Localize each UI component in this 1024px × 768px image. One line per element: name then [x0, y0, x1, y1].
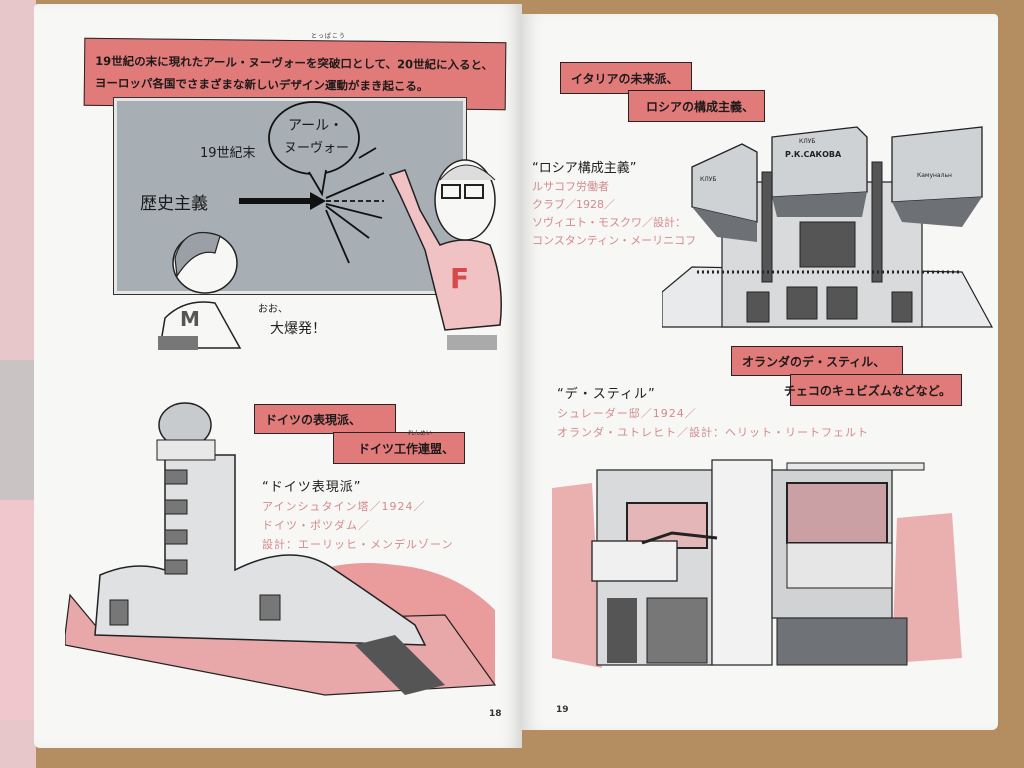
russia-caption-line: ルサコフ労働者	[532, 180, 609, 193]
building-sign-center-label: КЛУБ	[799, 138, 816, 145]
germany-caption: “ドイツ表現派” アインシュタイン塔／1924／ ドイツ・ポツダム／ 設計：エー…	[262, 478, 453, 554]
germany-caption-line: アインシュタイン塔／1924／	[262, 500, 426, 513]
blackboard-era-label: 19世紀末	[200, 146, 256, 161]
adjacent-book-pink-band	[0, 500, 36, 720]
dutch-caption: “デ・スティル” シュレーダー邸／1924／ オランダ・ユトレヒト／設計：ヘリッ…	[557, 385, 869, 442]
germany-caption-title: “ドイツ表現派”	[262, 480, 362, 495]
dutch-banner-text2: チェコのキュビズムなどなど。	[783, 383, 951, 398]
intro-banner-line2: ヨーロッパ各国でさまざまな新しいデザイン運動がまき起こる。	[94, 75, 429, 94]
dutch-banner-line1: オランダのデ・スティル、	[731, 346, 903, 376]
germany-banner-text1: ドイツの表現派、	[265, 412, 362, 427]
russia-caption-line: ソヴィエト・モスクワ／設計：	[532, 216, 686, 229]
bubble-line2: ヌーヴォー	[284, 141, 350, 156]
building-sign-center-top: Р.К.САКОВА	[785, 150, 842, 159]
russia-caption-line: クラブ／1928／	[532, 198, 615, 211]
adjacent-book-grey-band	[0, 360, 36, 500]
russia-caption-line: コンスタンティン・メーリニコフ	[532, 234, 697, 247]
germany-caption-line: 設計：エーリッヒ・メンデルゾーン	[262, 538, 454, 551]
blackboard-drawing	[239, 101, 385, 264]
russia-caption-title: “ロシア構成主義”	[532, 161, 637, 176]
germany-banner-text2: ドイツ工作連盟、	[357, 441, 454, 456]
russia-caption: “ロシア構成主義” ルサコフ労働者 クラブ／1928／ ソヴィエト・モスクワ／設…	[532, 160, 696, 250]
exclamation-line2: 大爆発！	[270, 321, 326, 337]
dutch-caption-line: オランダ・ユトレヒト／設計：ヘリット・リートフェルト	[557, 426, 869, 439]
speech-bubble-tail	[308, 169, 327, 197]
russia-banner-line1: イタリアの未来派、	[560, 62, 692, 94]
blackboard-origin-label: 歴史主義	[140, 194, 208, 214]
germany-banner-line1: ドイツの表現派、	[254, 404, 396, 434]
schroder-house-illustration	[552, 459, 962, 668]
teacher-shirt-letter: F	[450, 262, 470, 295]
exclamation-line1: おお、	[258, 304, 288, 315]
bubble-line1: アール・	[288, 118, 344, 134]
dutch-banner-text1: オランダのデ・スティル、	[742, 354, 886, 369]
russia-banner-text2: ロシアの構成主義、	[645, 99, 754, 114]
germany-banner-line2: ドイツ工作連盟、	[333, 432, 465, 464]
germany-caption-line: ドイツ・ポツダム／	[262, 519, 370, 532]
student-illustration	[158, 231, 242, 350]
germany-banner-ruby: れんめい	[408, 430, 433, 437]
einstein-tower-illustration	[65, 402, 497, 696]
building-sign-right: Камунальн	[917, 172, 952, 179]
russia-banner-line2: ロシアの構成主義、	[628, 90, 765, 122]
intro-banner-ruby: とっぱこう	[311, 33, 346, 40]
student-shirt-letter: M	[180, 307, 200, 331]
teacher-illustration	[388, 159, 502, 350]
building-sign-left: КЛУБ	[700, 176, 717, 183]
radiating-arrows	[325, 147, 385, 264]
page-number-18: 18	[489, 709, 502, 719]
dutch-caption-line: シュレーダー邸／1924／	[557, 407, 697, 420]
page-number-19: 19	[556, 705, 569, 715]
dutch-banner-line2: チェコのキュビズムなどなど。	[784, 374, 962, 406]
rusakov-club-illustration	[662, 126, 994, 328]
dutch-caption-title: “デ・スティル”	[557, 387, 656, 402]
adjacent-book	[0, 0, 36, 768]
main-arrow-head	[310, 192, 326, 210]
russia-banner-text1: イタリアの未来派、	[571, 71, 679, 86]
